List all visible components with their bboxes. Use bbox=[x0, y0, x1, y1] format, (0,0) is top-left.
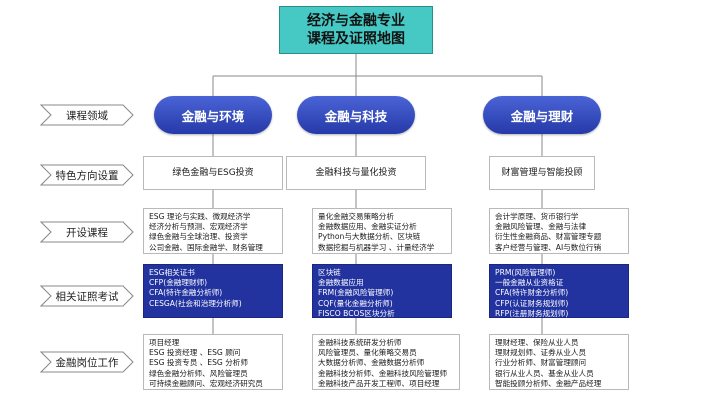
map-title-box: 经济与金融专业 课程及证照地图 bbox=[279, 6, 433, 54]
column-head-finance-technology: 金融与科技 bbox=[297, 96, 415, 134]
course-line: 金融数据应用、金融实证分析 bbox=[318, 222, 417, 232]
row-label-direction: 特色方向设置 bbox=[40, 164, 134, 186]
certificate-line: CFP(金融理财师) bbox=[149, 278, 208, 288]
certificate-line: CFA(特许财金分析师) bbox=[495, 288, 569, 298]
job-line: 项目经理 bbox=[149, 338, 180, 347]
row-label-jobs: 金融岗位工作 bbox=[40, 351, 134, 373]
row-label-courses: 开设课程 bbox=[40, 221, 134, 243]
column-head-finance-wealth: 金融与理财 bbox=[483, 96, 601, 134]
row-label-text: 相关证照考试 bbox=[55, 290, 119, 303]
direction-box: 绿色金融与ESG投资 bbox=[143, 156, 283, 190]
certificate-line: FRM(金融风险管理师) bbox=[318, 288, 394, 298]
course-line: Python与大数据分析、区块链 bbox=[318, 232, 421, 242]
certificate-line: CFP(认证财务规划师) bbox=[495, 298, 569, 308]
job-line: ESG 投资专员 、ESG 分析师 bbox=[149, 358, 248, 368]
course-line: 客户经营与管理、AI与数位行销 bbox=[495, 242, 602, 252]
jobs-box: 理财经理、保险从业人员 理财规划师、证券从业人员 行业分析师、财富管理顾问 银行… bbox=[489, 334, 629, 390]
certificates-box: ESG相关证书 CFP(金融理财师) CFA(特许金融分析师) CESGA(社会… bbox=[143, 264, 283, 318]
row-label-text: 开设课程 bbox=[66, 226, 108, 239]
row-label-text: 课程领域 bbox=[66, 109, 108, 122]
direction-text: 绿色金融与ESG投资 bbox=[172, 167, 254, 178]
certificates-box: 区块链 金融数据应用 FRM(金融风险管理师) CQF(量化金融分析师) FIS… bbox=[312, 264, 452, 318]
course-line: 公司金融、国际金融学、财务管理 bbox=[149, 242, 263, 252]
course-line: 衍生性金融商品、财富管理专题 bbox=[495, 232, 602, 242]
courses-box: 量化金融交易策略分析 金融数据应用、金融实证分析 Python与大数据分析、区块… bbox=[312, 208, 452, 254]
job-line: 金融科技产品开发工程师、项目经理 bbox=[318, 378, 440, 388]
certificate-line: CFA(特许金融分析师) bbox=[149, 288, 223, 298]
certificate-line: CESGA(社会和治理分析师) bbox=[149, 298, 242, 308]
certificate-line: RFP(注册财务规划师) bbox=[495, 308, 569, 318]
job-line: 理财规划师、证券从业人员 bbox=[495, 348, 587, 358]
course-line: 金融风险管理、金融与法律 bbox=[495, 222, 587, 232]
job-line: 理财经理、保险从业人员 bbox=[495, 338, 579, 347]
course-line: 经济分析与预测、宏观经济学 bbox=[149, 222, 248, 232]
arrow-shape bbox=[40, 221, 134, 243]
direction-text: 金融科技与量化投资 bbox=[315, 167, 397, 178]
course-line: 数据挖掘与机器学习 、计量经济学 bbox=[318, 242, 435, 252]
row-label-certificates: 相关证照考试 bbox=[40, 285, 134, 307]
certificate-line: ESG相关证书 bbox=[149, 268, 195, 277]
job-line: 金融科技分析师、金融科技风险管理师 bbox=[318, 368, 448, 378]
arrow-shape bbox=[40, 104, 134, 126]
jobs-box: 项目经理 ESG 投资经理 、ESG 顾问 ESG 投资专员 、ESG 分析师 … bbox=[143, 334, 283, 390]
course-line: 会计学原理、货币银行学 bbox=[495, 212, 579, 221]
row-label-text: 金融岗位工作 bbox=[55, 356, 119, 369]
courses-box: 会计学原理、货币银行学 金融风险管理、金融与法律 衍生性金融商品、财富管理专题 … bbox=[489, 208, 629, 254]
row-label-course-field: 课程领域 bbox=[40, 104, 134, 126]
certificate-line: 金融数据应用 bbox=[318, 278, 364, 288]
arrow-shape bbox=[40, 351, 134, 373]
jobs-box: 金融科技系统研发分析师 风险管理员、量化策略交易员 大数据分析师、金融数据分析师… bbox=[312, 334, 460, 390]
job-line: 金融科技系统研发分析师 bbox=[318, 338, 402, 347]
arrow-shape bbox=[40, 164, 134, 186]
job-line: 可持续金融顾问、宏观经济研究员 bbox=[149, 378, 263, 388]
column-head-finance-environment: 金融与环境 bbox=[154, 96, 272, 134]
direction-box: 金融科技与量化投资 bbox=[286, 156, 426, 190]
job-line: 智能投顾分析师、金融产品经理 bbox=[495, 378, 602, 388]
map-title-line2: 课程及证照地图 bbox=[307, 31, 405, 47]
job-line: ESG 投资经理 、ESG 顾问 bbox=[149, 348, 241, 358]
course-line: 绿色金融与全球治理、投资学 bbox=[149, 232, 248, 242]
certificate-line: 一般金融从业资格证 bbox=[495, 278, 564, 288]
certificates-box: PRM(风险管理师) 一般金融从业资格证 CFA(特许财金分析师) CFP(认证… bbox=[489, 264, 629, 318]
row-label-text: 特色方向设置 bbox=[55, 169, 119, 182]
job-line: 银行从业人员、基金从业人员 bbox=[495, 368, 594, 378]
map-title-line1: 经济与金融专业 bbox=[307, 13, 405, 29]
certificate-line: 区块链 bbox=[318, 268, 341, 277]
certificate-line: PRM(风险管理师) bbox=[495, 268, 556, 277]
courses-box: ESG 理论与实践、微观经济学 经济分析与预测、宏观经济学 绿色金融与全球治理、… bbox=[143, 208, 283, 254]
direction-text: 财富管理与智能投顾 bbox=[501, 167, 583, 178]
course-line: ESG 理论与实践、微观经济学 bbox=[149, 212, 251, 221]
certificate-line: CQF(量化金融分析师) bbox=[318, 298, 393, 308]
certificate-line: FISCO BCOS区块分析 bbox=[318, 308, 395, 318]
job-line: 风险管理员、量化策略交易员 bbox=[318, 348, 417, 358]
course-line: 量化金融交易策略分析 bbox=[318, 212, 394, 221]
job-line: 行业分析师、财富管理顾问 bbox=[495, 358, 587, 368]
job-line: 绿色金融分析师、风险管理员 bbox=[149, 368, 248, 378]
direction-box: 财富管理与智能投顾 bbox=[489, 156, 595, 190]
arrow-shape bbox=[40, 285, 134, 307]
job-line: 大数据分析师、金融数据分析师 bbox=[318, 358, 425, 368]
